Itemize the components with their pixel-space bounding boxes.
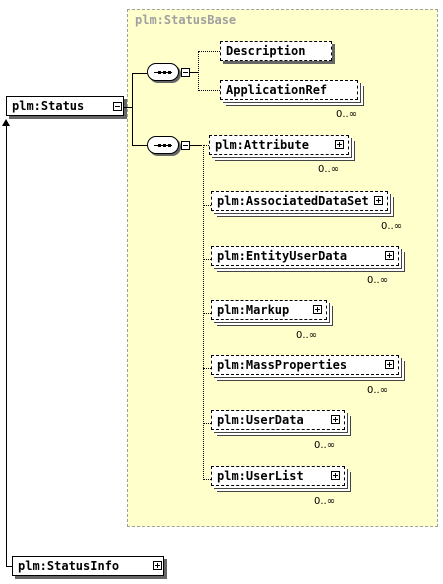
element-label: Description: [226, 44, 306, 58]
sequence-dot: [158, 71, 161, 74]
element-label: plm:EntityUserData: [217, 249, 348, 263]
cardinality-label: 0..∞: [367, 275, 389, 286]
sequence-dot: [163, 71, 166, 74]
sequence-dot: [163, 144, 166, 147]
element-label: plm:AssociatedDataSet: [217, 194, 369, 208]
cardinality-label: 0..∞: [296, 330, 318, 341]
collapse-icon[interactable]: [181, 141, 190, 150]
expand-icon[interactable]: [331, 471, 340, 480]
connector-line: [132, 145, 147, 146]
expand-icon[interactable]: [313, 305, 322, 314]
cardinality-label: 0..∞: [314, 496, 336, 507]
sequence-compositor-icon[interactable]: [147, 63, 179, 81]
connector-dotted-line: [203, 259, 211, 260]
cardinality-label: 0..∞: [367, 385, 389, 396]
element-label: plm:StatusInfo: [18, 559, 120, 573]
collapse-icon[interactable]: [113, 102, 122, 111]
element-status-info[interactable]: plm:StatusInfo: [12, 556, 164, 576]
extension-arrow-line: [6, 125, 7, 567]
expand-icon[interactable]: [374, 196, 383, 205]
cardinality-label: 0..∞: [381, 221, 403, 232]
connector-line: [190, 145, 202, 146]
element-markup[interactable]: plm:Markup: [211, 300, 327, 320]
connector-dotted-line: [203, 205, 211, 206]
connector-dotted-line: [198, 90, 220, 91]
connector-line: [132, 73, 133, 145]
element-user-data[interactable]: plm:UserData: [211, 410, 345, 430]
cardinality-label: 0..∞: [318, 164, 340, 175]
root-element-status[interactable]: plm:Status: [6, 96, 124, 116]
element-attribute[interactable]: plm:Attribute: [209, 135, 349, 155]
expand-icon[interactable]: [385, 360, 394, 369]
sequence-dot: [158, 144, 161, 147]
element-label: plm:Markup: [217, 303, 290, 317]
connector-dotted-line: [203, 145, 204, 480]
expand-icon[interactable]: [335, 140, 344, 149]
element-label: plm:MassProperties: [217, 358, 348, 372]
element-label: ApplicationRef: [226, 83, 328, 97]
extension-arrow-line: [6, 566, 12, 567]
connector-line: [132, 73, 147, 74]
element-associated-data-set[interactable]: plm:AssociatedDataSet: [211, 191, 388, 211]
root-element-label: plm:Status: [12, 99, 85, 113]
element-label: plm:UserData: [217, 413, 304, 427]
element-application-ref[interactable]: ApplicationRef: [220, 80, 358, 100]
base-type-title: plm:StatusBase: [135, 13, 237, 27]
expand-icon[interactable]: [385, 251, 394, 260]
connector-dotted-line: [203, 423, 211, 424]
arrow-up-icon: [2, 119, 10, 126]
connector-dotted-line: [203, 145, 209, 146]
element-mass-properties[interactable]: plm:MassProperties: [211, 355, 399, 375]
connector-dotted-line: [198, 51, 199, 91]
element-user-list[interactable]: plm:UserList: [211, 466, 345, 486]
collapse-icon[interactable]: [181, 68, 190, 77]
element-label: plm:Attribute: [215, 138, 309, 152]
sequence-dot: [168, 144, 171, 147]
connector-line: [190, 72, 198, 73]
cardinality-label: 0..∞: [314, 440, 336, 451]
sequence-dot: [168, 71, 171, 74]
connector-dotted-line: [203, 479, 211, 480]
expand-icon[interactable]: [153, 561, 162, 570]
element-description[interactable]: Description: [220, 41, 332, 61]
expand-icon[interactable]: [331, 415, 340, 424]
cardinality-label: 0..∞: [336, 109, 358, 120]
connector-dotted-line: [203, 313, 211, 314]
connector-line: [123, 107, 132, 108]
element-label: plm:UserList: [217, 469, 304, 483]
connector-dotted-line: [203, 368, 211, 369]
sequence-compositor-icon[interactable]: [147, 136, 179, 154]
element-entity-user-data[interactable]: plm:EntityUserData: [211, 246, 399, 266]
connector-dotted-line: [198, 51, 220, 52]
